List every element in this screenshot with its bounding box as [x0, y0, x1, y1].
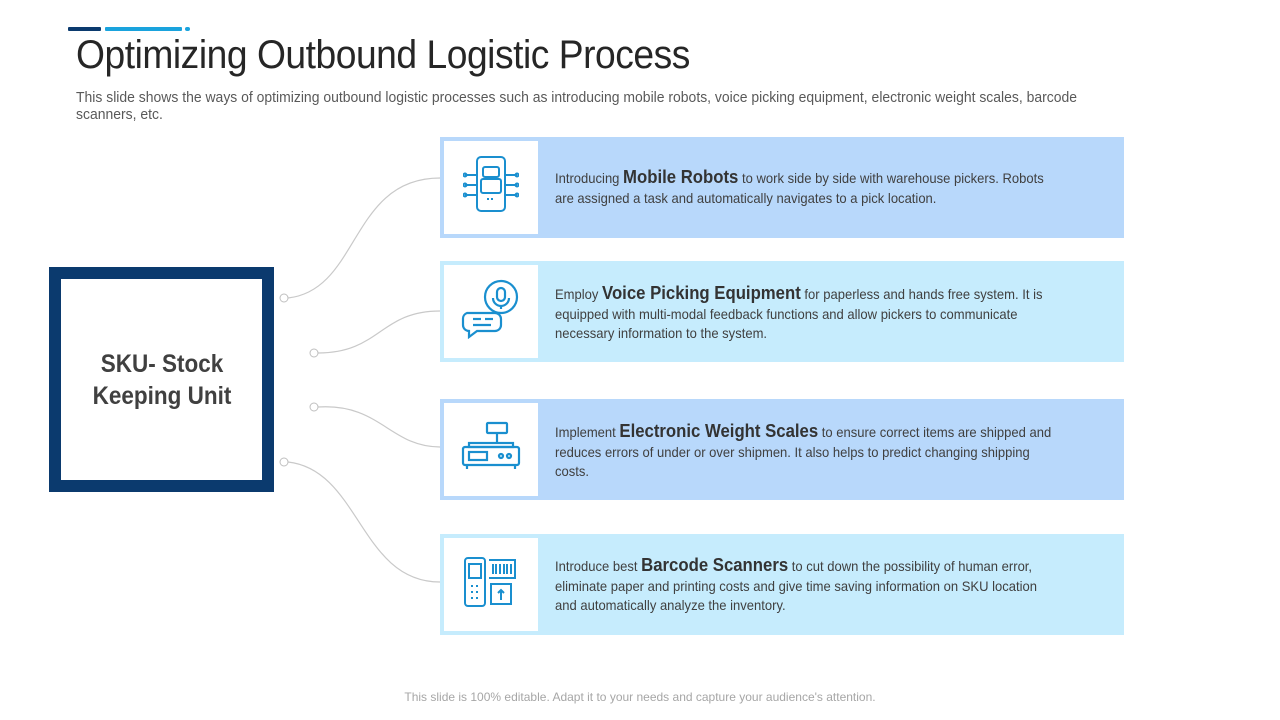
card-voice-picking: Employ Voice Picking Equipment for paper…	[440, 261, 1124, 362]
title-accent-light	[105, 27, 182, 31]
connector-line-3	[317, 406, 441, 448]
card-weight-scales-text: Implement Electronic Weight Scales to en…	[555, 421, 1052, 479]
slide-subtitle: This slide shows the ways of optimizing …	[76, 89, 1078, 123]
card-weight-scales-highlight: Electronic Weight Scales	[619, 421, 819, 441]
card-barcode-scanners: Introduce best Barcode Scanners to cut d…	[440, 534, 1124, 635]
title-accent-dot	[185, 27, 190, 31]
card-mobile-robots-text: Introducing Mobile Robots to work side b…	[555, 167, 1044, 206]
connector-dot-2	[309, 348, 319, 358]
connector-dot-4	[279, 457, 289, 467]
connector-dot-1	[279, 293, 289, 303]
connector-dot-3	[309, 402, 319, 412]
card-barcode-scanners-text: Introduce best Barcode Scanners to cut d…	[555, 555, 1038, 613]
card-mobile-robots: Introducing Mobile Robots to work side b…	[440, 137, 1124, 238]
connector-line-4	[287, 461, 441, 583]
card-mobile-robots-highlight: Mobile Robots	[623, 167, 739, 187]
barcode-scanner-icon	[463, 556, 519, 613]
voice-picking-icon	[461, 279, 521, 344]
title-accent-dark	[68, 27, 101, 31]
connector-line-2	[317, 310, 441, 354]
connector-line-1	[287, 177, 441, 299]
card-voice-picking-text: Employ Voice Picking Equipment for paper…	[555, 283, 1043, 341]
sku-label-line1: SKU- Stock	[100, 349, 223, 378]
weight-scale-icon	[461, 421, 521, 478]
card-voice-picking-highlight: Voice Picking Equipment	[602, 283, 801, 303]
card-weight-scales: Implement Electronic Weight Scales to en…	[440, 399, 1124, 500]
card-barcode-scanners-highlight: Barcode Scanners	[641, 555, 789, 575]
sku-label: SKU- Stock Keeping Unit	[81, 348, 243, 412]
sku-label-line2: Keeping Unit	[92, 381, 231, 410]
sku-center-box: SKU- Stock Keeping Unit	[49, 267, 274, 492]
slide-title: Optimizing Outbound Logistic Process	[76, 33, 690, 77]
mobile-robot-icon	[462, 155, 520, 220]
slide-footer: This slide is 100% editable. Adapt it to…	[404, 690, 876, 704]
